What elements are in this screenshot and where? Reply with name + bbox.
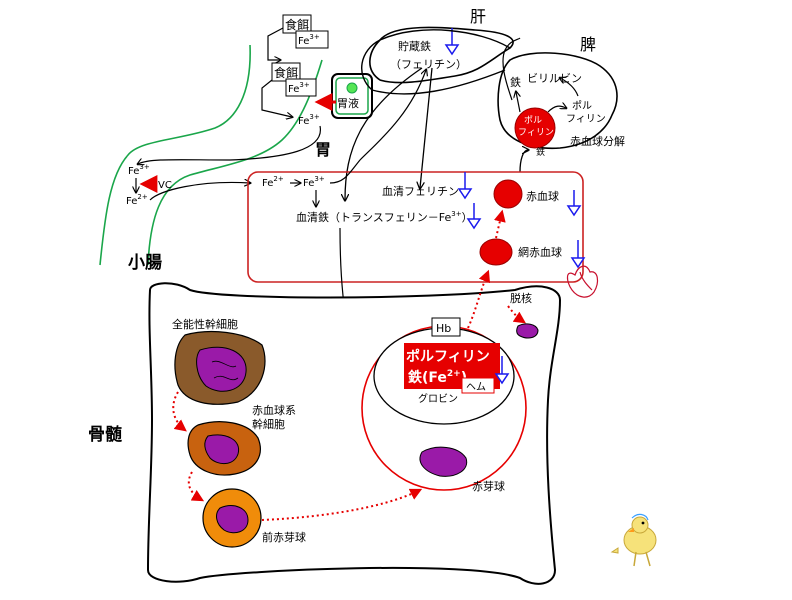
iron-box-2 bbox=[285, 78, 317, 97]
spleen-region: 脾 鉄 ビリルビン ポル フィリン 鉄 ポル フィリン 赤血球分解 bbox=[497, 35, 625, 158]
heme-label: ヘム bbox=[466, 381, 486, 393]
si-fe2: Fe2+ bbox=[126, 193, 148, 207]
spleen-rbc bbox=[514, 107, 556, 149]
svg-text:Fe3+: Fe3+ bbox=[288, 81, 310, 95]
bone-marrow-region: 骨髄 全能性幹細胞 赤血球系 幹細胞 前赤芽球 赤芽球 Hb ポルフィリン 鉄(… bbox=[88, 269, 562, 585]
enucleation-label: 脱核 bbox=[510, 291, 532, 305]
erythroblast-nucleus bbox=[419, 446, 468, 477]
erythroblast-label: 赤芽球 bbox=[472, 479, 505, 493]
storage-iron: 貯蔵鉄 bbox=[398, 39, 431, 53]
svg-text:鉄: 鉄 bbox=[536, 146, 545, 158]
circ-fe3: Fe3+ bbox=[303, 175, 325, 189]
heme-box bbox=[461, 377, 495, 394]
stomach-label: 胃 bbox=[315, 140, 331, 159]
si-fe3: Fe3+ bbox=[128, 163, 150, 177]
small-intestine-label: 小腸 bbox=[128, 253, 162, 273]
liver-outline bbox=[369, 26, 514, 84]
food-label-1: 食餌 bbox=[285, 17, 309, 32]
circulation-box bbox=[247, 171, 584, 283]
serum-iron: 血清鉄（トランスフェリン－Fe3+） bbox=[296, 210, 473, 224]
circulation-region: Fe2+ Fe3+ 血清フェリチン 血清鉄（トランスフェリン－Fe3+） 赤血球… bbox=[247, 70, 599, 298]
stem-label: 全能性幹細胞 bbox=[172, 317, 238, 331]
bilirubin: ビリルビン bbox=[527, 72, 582, 85]
hb-label: Hb bbox=[436, 322, 451, 335]
svg-text:ポル: ポル bbox=[524, 115, 542, 126]
svg-text:ポル: ポル bbox=[572, 100, 592, 112]
circ-fe2: Fe2+ bbox=[262, 175, 284, 189]
erythroid-label-1: 赤血球系 bbox=[252, 403, 296, 417]
heart-icon bbox=[566, 265, 599, 298]
food-arrow-1 bbox=[267, 27, 284, 60]
erythroid-label-2: 幹細胞 bbox=[252, 417, 285, 431]
rbc-breakdown: 赤血球分解 bbox=[570, 134, 625, 148]
svg-text:Fe3+: Fe3+ bbox=[298, 33, 320, 47]
gi-tract bbox=[99, 44, 323, 266]
globin-label: グロビン bbox=[418, 392, 458, 405]
svg-text:フィリン: フィリン bbox=[518, 128, 554, 138]
svg-text:フィリン: フィリン bbox=[566, 114, 606, 125]
reticulocyte-label: 網赤血球 bbox=[518, 245, 562, 259]
liver-region: 肝 貯蔵鉄 （フェリチン） bbox=[369, 7, 514, 84]
spleen-label: 脾 bbox=[580, 35, 596, 54]
food-label-2: 食餌 bbox=[274, 65, 298, 80]
chick-icon bbox=[610, 513, 657, 567]
serum-ferritin: 血清フェリチン bbox=[382, 184, 459, 198]
rbc-circle bbox=[493, 179, 523, 209]
small-intestine-region: Fe3+ VC Fe2+ 小腸 bbox=[126, 163, 250, 273]
expelled-nucleus bbox=[516, 323, 539, 339]
proerythroblast-label: 前赤芽球 bbox=[262, 530, 306, 544]
stomach-region: 食餌 Fe3+ 食餌 Fe3+ Fe3+ 胃液 胃 bbox=[138, 14, 373, 164]
reticulocyte-circle bbox=[479, 238, 513, 266]
storage-ferritin: （フェリチン） bbox=[390, 58, 467, 71]
vc-label: VC bbox=[158, 180, 172, 191]
bone-marrow-label: 骨髄 bbox=[88, 424, 123, 445]
spleen-iron: 鉄 bbox=[510, 75, 521, 89]
gastric-juice-box bbox=[331, 73, 373, 119]
liver-label: 肝 bbox=[470, 7, 486, 26]
gastric-juice-dot bbox=[346, 82, 358, 94]
hb-box bbox=[431, 317, 461, 337]
iron-box-1 bbox=[295, 30, 329, 49]
porphyrin-label: ポルフィリン bbox=[406, 348, 490, 365]
rbc-label: 赤血球 bbox=[526, 189, 559, 203]
stomach-fe3: Fe3+ bbox=[298, 113, 320, 127]
gastric-juice-label: 胃液 bbox=[337, 96, 359, 110]
